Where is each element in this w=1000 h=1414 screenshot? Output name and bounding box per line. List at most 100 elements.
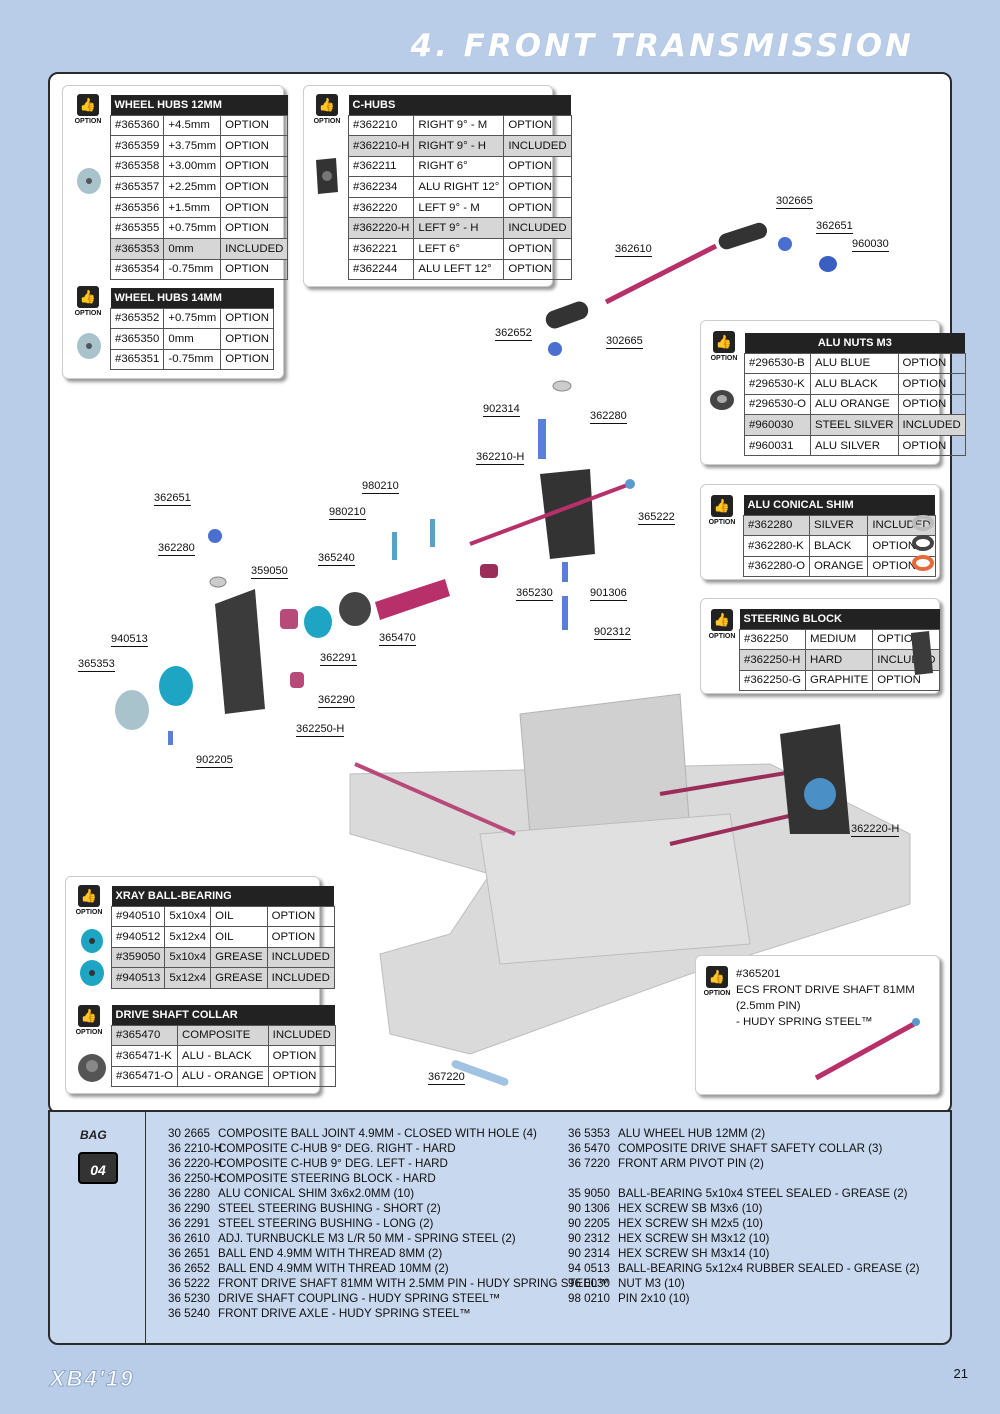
part-number: 98 0210 [568, 1292, 610, 1305]
shim-colors-icon [912, 515, 934, 571]
parts-list-row: 90 2314 HEX SCREW SH M3x14 (10) [568, 1246, 920, 1261]
wheel-hubs-card: OPTION OPTION WHEEL HUBS 12MM #365360+4.… [62, 85, 289, 379]
screw-901306 [562, 562, 568, 582]
callout-label: 362290 [318, 694, 355, 708]
part-description: COMPOSITE C-HUB 9° DEG. LEFT - HARD [218, 1157, 448, 1170]
ball-joint-302665-a [718, 222, 768, 250]
pivot-pin-367220 [451, 1060, 509, 1086]
page-title: 4. FRONT TRANSMISSION [410, 28, 914, 64]
nut-icon [710, 390, 734, 410]
part-description: COMPOSITE STEERING BLOCK - HARD [218, 1172, 436, 1185]
part-description: STEEL STEERING BUSHING - LONG (2) [218, 1217, 434, 1230]
callout-label: 362610 [615, 243, 652, 257]
part-number: 36 2220-H [168, 1157, 223, 1170]
part-description: HEX SCREW SH M3x14 (10) [618, 1247, 770, 1260]
callout-label: 365353 [78, 658, 115, 672]
bag-number: 04 [78, 1152, 118, 1184]
part-number: 36 5230 [168, 1292, 210, 1305]
part-description: ADJ. TURNBUCKLE M3 L/R 50 MM - SPRING ST… [218, 1232, 516, 1245]
coupling-365230 [480, 564, 498, 578]
part-number: 90 1306 [568, 1202, 610, 1215]
thumbs-up-icon [706, 966, 728, 988]
ball-end-362651-b [208, 529, 222, 543]
callout-label: 302665 [776, 195, 813, 209]
part-number: 36 2610 [168, 1232, 210, 1245]
steering-block-362250-h [215, 589, 265, 714]
xb4-logo: XB4'19 [50, 1366, 135, 1392]
part-description: COMPOSITE BALL JOINT 4.9MM - CLOSED WITH… [218, 1127, 537, 1140]
part-number: 90 2314 [568, 1247, 610, 1260]
callout-label: 367220 [428, 1071, 465, 1085]
callout-label: 362210-H [476, 451, 525, 465]
part-number: 36 2210-H [168, 1142, 223, 1155]
pin-980210-a [392, 532, 397, 560]
part-number: 94 0513 [568, 1262, 610, 1275]
part-number: 36 2652 [168, 1262, 210, 1275]
collar-icon [78, 1054, 106, 1082]
shaft-left [354, 762, 516, 836]
thumbs-up-icon [711, 495, 733, 517]
callout-label: 365222 [638, 511, 675, 525]
callout-label: 902312 [594, 626, 631, 640]
part-number: 36 5240 [168, 1307, 210, 1320]
part-number: 30 2665 [168, 1127, 210, 1140]
shim-362280-a [552, 380, 572, 392]
bag-label: BAG [80, 1128, 107, 1142]
part-description: STEEL STEERING BUSHING - SHORT (2) [218, 1202, 441, 1215]
thumbs-up-icon [78, 885, 100, 907]
option-badge: OPTION [73, 94, 103, 125]
part-description: FRONT ARM PIVOT PIN (2) [618, 1157, 764, 1170]
page-number: 21 [953, 1366, 968, 1381]
pin-980210-b [430, 519, 435, 547]
wheel-hub-365353 [115, 690, 149, 730]
part-number: 35 9050 [568, 1187, 610, 1200]
callout-label: 362280 [590, 410, 627, 424]
callout-label: 359050 [251, 565, 288, 579]
parts-list-left: 30 2665 COMPOSITE BALL JOINT 4.9MM - CLOS… [168, 1126, 609, 1321]
parts-list-row: 98 0210 PIN 2x10 (10) [568, 1291, 920, 1306]
callout-label: 940513 [111, 633, 148, 647]
bearing-collar-card: OPTION OPTION XRAY BALL-BEARING #9405105… [65, 876, 336, 1094]
screw-902205 [168, 731, 173, 745]
part-description: NUT M3 (10) [618, 1277, 685, 1290]
thumbs-up-icon [713, 331, 735, 353]
callout-label: 362651 [154, 492, 191, 506]
part-description: HEX SCREW SH M2x5 (10) [618, 1217, 763, 1230]
ecs-shaft-icon [814, 1018, 920, 1081]
nut-960030 [819, 256, 837, 272]
callout-label: 960030 [852, 238, 889, 252]
part-number: 36 2280 [168, 1187, 210, 1200]
option-badge: OPTION [702, 966, 732, 997]
ball-end-362652 [548, 342, 562, 356]
bushing-362290 [290, 672, 304, 688]
thumbs-up-icon [78, 1005, 100, 1027]
collar-365470 [339, 592, 371, 626]
ecs-shaft-text: #365201 ECS FRONT DRIVE SHAFT 81MM (2.5m… [736, 968, 915, 1028]
turnbuckle-362610 [604, 243, 718, 305]
steering-block-card: OPTION STEERING BLOCK #362250MEDIUMOPTIO… [700, 598, 941, 694]
part-description: HEX SCREW SB M3x6 (10) [618, 1202, 763, 1215]
drive-shaft-365222 [469, 482, 631, 546]
conical-shim-card: OPTION ALU CONICAL SHIM #362280SILVERINC… [700, 484, 940, 580]
part-description: PIN 2x10 (10) [618, 1292, 690, 1305]
part-description: COMPOSITE C-HUB 9° DEG. RIGHT - HARD [218, 1142, 456, 1155]
part-description: FRONT DRIVE SHAFT 81MM WITH 2.5MM PIN - … [218, 1277, 610, 1290]
part-description: DRIVE SHAFT COUPLING - HUDY SPRING STEEL… [218, 1292, 501, 1305]
parts-list-row: 36 2610 ADJ. TURNBUCKLE M3 L/R 50 MM - SP… [168, 1231, 609, 1246]
callout-label: 362651 [816, 220, 853, 234]
wheel-hub-14-icon [77, 333, 101, 359]
part-number: 36 2291 [168, 1217, 210, 1230]
